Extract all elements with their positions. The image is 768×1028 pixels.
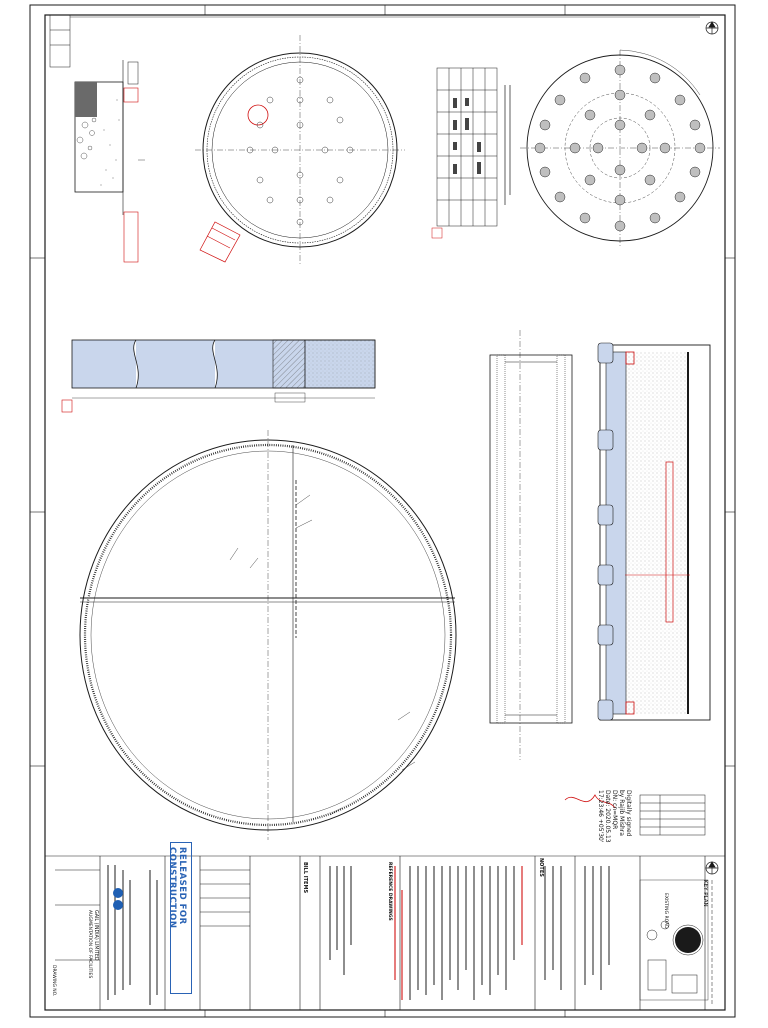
key-plan — [639, 879, 713, 1005]
schedule-table — [431, 67, 498, 239]
company-logo — [113, 888, 123, 910]
existing-road-label: EXISTING ROAD — [663, 893, 668, 929]
key-plan-title: KEY PLAN — [702, 880, 708, 907]
tank-section-right — [599, 344, 711, 721]
title-block — [45, 855, 725, 1010]
project-name: AUGMENTATION OF FACILITIES — [87, 910, 92, 979]
slab-leaders — [229, 494, 416, 816]
sheet-border-outer — [29, 4, 736, 1018]
signature-line: Date: 2020.05.13 — [604, 790, 611, 843]
digital-signature: Digitally signed by Rajib Mishra DN: cn=… — [597, 790, 632, 843]
signature-line: by Rajib Mishra — [618, 790, 625, 836]
tank-foundation-plan — [195, 35, 405, 265]
revision-table — [639, 794, 706, 836]
client-name: GAIL (INDIA) LIMITED — [93, 910, 98, 961]
foundation-detail — [74, 60, 145, 263]
top-left-strip — [49, 14, 71, 68]
signature-line: DN: cn=MQR — [611, 790, 618, 830]
pile-layout-piles — [534, 64, 706, 232]
drawing-no-label: DRAWING NO. — [51, 965, 56, 997]
references-title: REFERENCE DRAWINGS — [387, 862, 392, 921]
tank-elevation-strip — [61, 339, 376, 413]
slab-plan — [79, 430, 457, 840]
north-arrow-top — [705, 21, 719, 35]
signature-scribble — [564, 794, 616, 809]
zone-ticks — [30, 5, 735, 1017]
stamp-text: RELEASED FOR CONSTRUCTION — [167, 847, 187, 929]
red-notes-marks — [394, 866, 523, 1000]
title-block-text-lines — [107, 865, 610, 1005]
pile-layout-plan — [520, 49, 720, 248]
schedule-table-text — [453, 98, 481, 174]
schedule-title — [504, 85, 511, 205]
notes-title: NOTES — [538, 858, 544, 877]
signature-line: Digitally signed — [625, 790, 632, 837]
north-arrow-bottom — [705, 861, 719, 875]
tank-plan-piles — [246, 76, 354, 226]
signature-line: 17:23:46 +05'30' — [597, 790, 604, 843]
bill-items-title: BILL ITEMS — [302, 862, 308, 894]
released-for-construction-stamp: RELEASED FOR CONSTRUCTION — [167, 842, 192, 994]
tank-section-left — [489, 330, 573, 760]
red-callout-plan — [199, 221, 241, 263]
tank-section-piers — [597, 342, 614, 721]
